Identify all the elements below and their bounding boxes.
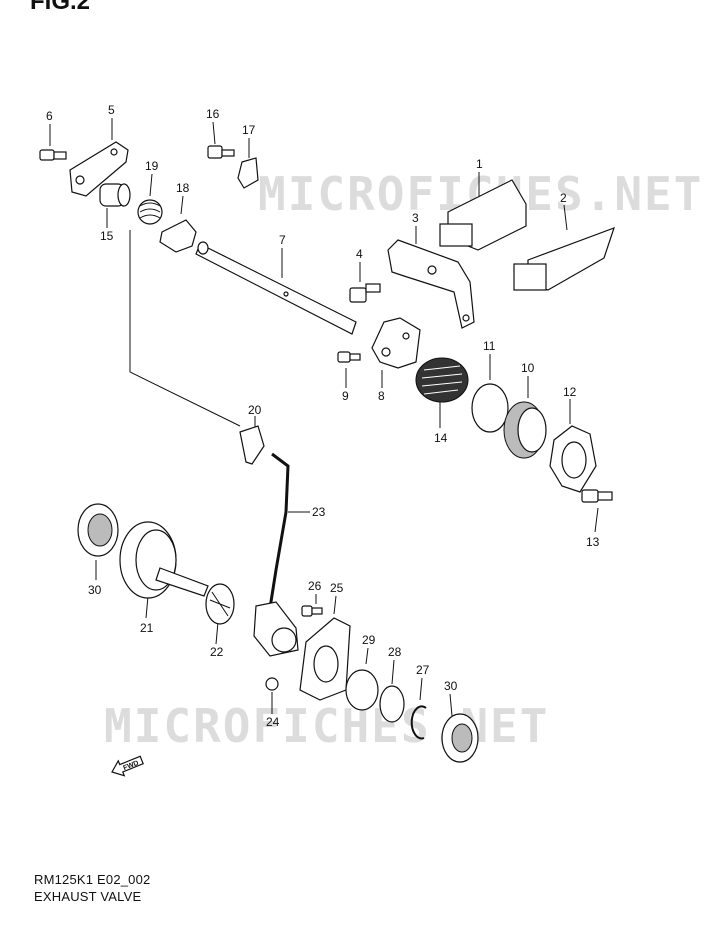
callout-25: 25 [330, 581, 344, 595]
callout-14: 14 [434, 431, 448, 445]
callout-5: 5 [108, 103, 115, 117]
callout-20: 20 [248, 403, 262, 417]
part-29-seal [345, 669, 379, 711]
callout-8: 8 [378, 389, 385, 403]
part-30-bearing-left [77, 503, 119, 557]
part-8-lever [371, 317, 421, 369]
callout-15: 15 [100, 229, 114, 243]
part-7-shaft [195, 241, 357, 335]
callout-22: 22 [210, 645, 224, 659]
part-18-stopper [159, 219, 197, 253]
part-19-spring [137, 199, 163, 225]
callout-16: 16 [206, 107, 220, 121]
callout-2: 2 [560, 191, 567, 205]
part-17-clip [237, 157, 259, 189]
part-3-link-plate [387, 239, 475, 329]
part-22-bearing [205, 583, 235, 625]
part-9-screw [337, 351, 361, 363]
part-14-spring [415, 357, 469, 403]
part-21-gear-shaft [119, 521, 209, 599]
callout-30-right: 30 [444, 679, 458, 693]
part-6-bolt [39, 149, 67, 161]
figure-title: FIG.2 [30, 0, 91, 15]
part-16-bolt [207, 145, 235, 159]
part-30-bearing-right [441, 713, 479, 763]
part-15-bushing [99, 183, 131, 207]
part-25-gasket [299, 617, 351, 701]
part-5-bracket [69, 141, 129, 197]
part-4-screw [349, 283, 381, 303]
callout-26: 26 [308, 579, 322, 593]
part-10-holder [503, 401, 547, 459]
part-12-gasket [549, 425, 597, 493]
callout-12: 12 [563, 385, 577, 399]
diagram-name: EXHAUST VALVE [34, 889, 142, 904]
part-11-o-ring [471, 383, 509, 433]
part-27-circlip [410, 705, 427, 740]
part-1-valve [439, 179, 527, 251]
callout-3: 3 [412, 211, 419, 225]
callout-6: 6 [46, 109, 53, 123]
callout-10: 10 [521, 361, 535, 375]
assembly-routing-line [129, 230, 241, 427]
fwd-arrow: FWD [111, 755, 144, 777]
part-28-o-ring [379, 685, 405, 723]
callout-9: 9 [342, 389, 349, 403]
part-lever-arm [253, 601, 299, 657]
diagram-code: RM125K1 E02_002 [34, 872, 151, 887]
callout-1: 1 [476, 157, 483, 171]
callout-29: 29 [362, 633, 376, 647]
callout-23: 23 [312, 505, 326, 519]
part-2-valve [513, 227, 615, 291]
watermark-bottom: MICROFICHES.NET [104, 699, 549, 753]
callout-19: 19 [145, 159, 159, 173]
callout-7: 7 [279, 233, 286, 247]
callout-17: 17 [242, 123, 256, 137]
callout-28: 28 [388, 645, 402, 659]
part-23-rod [268, 452, 290, 609]
callout-11: 11 [483, 339, 496, 353]
callout-4: 4 [356, 247, 363, 261]
callout-13: 13 [586, 535, 600, 549]
part-26-screw [301, 605, 323, 617]
callout-30-left: 30 [88, 583, 102, 597]
fwd-arrow-label: FWD [122, 760, 139, 772]
part-13-bolt [581, 489, 613, 503]
callout-21: 21 [140, 621, 154, 635]
callout-18: 18 [176, 181, 190, 195]
callout-27: 27 [416, 663, 430, 677]
callout-24: 24 [266, 715, 280, 729]
callout-labels: 6 5 16 17 19 18 1 2 3 15 7 4 11 10 12 8 … [46, 103, 600, 729]
part-24-ball [265, 677, 279, 691]
part-20-clip [239, 425, 265, 465]
